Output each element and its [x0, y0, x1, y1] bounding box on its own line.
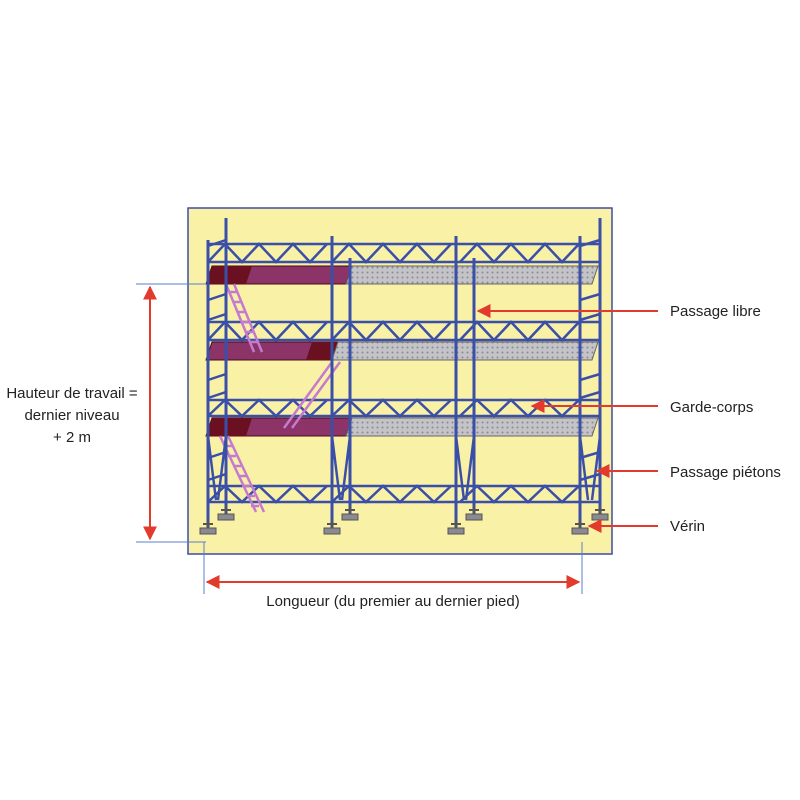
- height-dimension: [136, 283, 206, 543]
- callout-arrows: [476, 304, 658, 533]
- label-passage-pietons: Passage piétons: [670, 464, 781, 481]
- deck-hatch-top: [206, 266, 252, 284]
- label-garde-corps: Garde-corps: [670, 399, 753, 416]
- deck-metal-lower: [345, 417, 599, 437]
- label-hauteur-line2: dernier niveau: [24, 407, 119, 424]
- decks: [205, 265, 599, 437]
- label-hauteur-line3: + 2 m: [53, 429, 91, 446]
- label-hauteur-line1: Hauteur de travail =: [6, 385, 138, 402]
- pedestrian-braces: [206, 435, 602, 501]
- jack-screws: [203, 506, 605, 528]
- deck-hatch-middle: [306, 342, 338, 360]
- jack-bases: [199, 513, 609, 535]
- deck-metal-middle: [331, 341, 599, 361]
- label-passage-libre: Passage libre: [670, 303, 761, 320]
- guardrail-trusses: [207, 242, 600, 504]
- label-longueur: Longueur (du premier au dernier pied): [266, 593, 519, 610]
- label-verin: Vérin: [670, 518, 705, 535]
- deck-hatch-lower: [206, 418, 252, 436]
- length-dimension: [203, 542, 583, 594]
- end-rungs: [207, 238, 601, 482]
- deck-metal-top: [345, 265, 599, 285]
